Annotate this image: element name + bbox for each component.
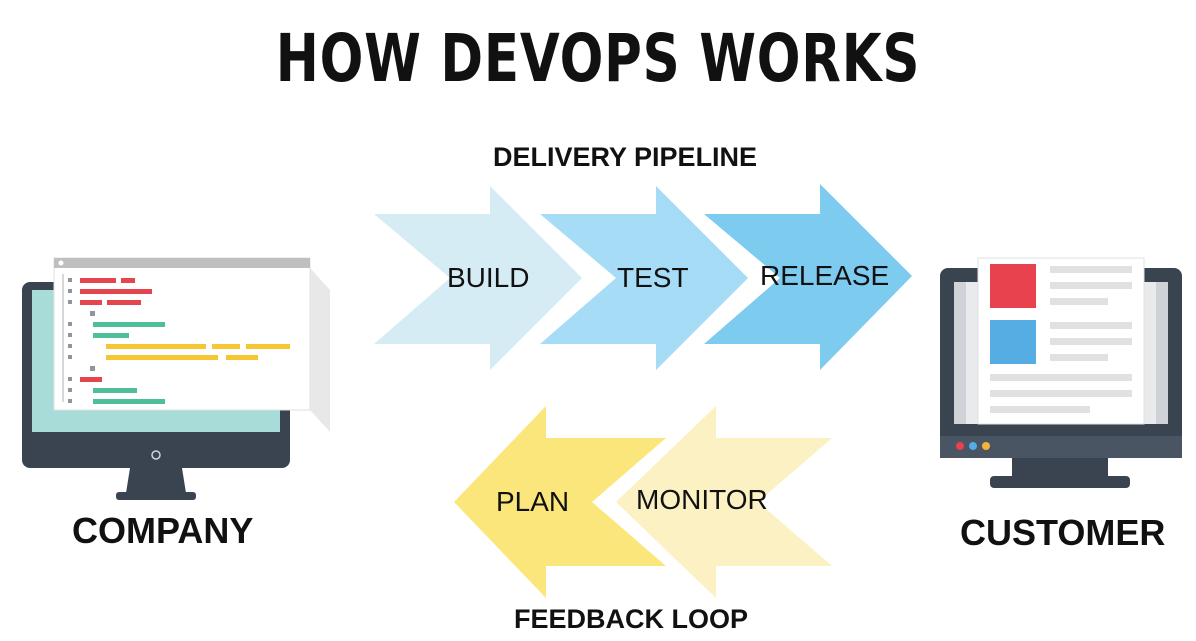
- plan-step-label: PLAN: [496, 486, 570, 517]
- monitor-step-label: MONITOR: [636, 484, 768, 515]
- build-step-label: BUILD: [447, 262, 530, 293]
- plan-arrow: [454, 406, 666, 598]
- delivery-pipeline-arrows: [374, 184, 912, 370]
- monitor-arrow: [616, 406, 832, 598]
- feedback-loop-arrows: [454, 406, 832, 598]
- company-label: COMPANY: [72, 510, 254, 551]
- test-step-label: TEST: [617, 262, 689, 293]
- release-step-label: RELEASE: [760, 260, 890, 291]
- feedback-loop-label: FEEDBACK LOOP: [514, 604, 749, 634]
- customer-monitor-icon: [940, 257, 1182, 488]
- company-monitor-icon: [22, 257, 330, 500]
- delivery-pipeline-label: DELIVERY PIPELINE: [493, 142, 758, 172]
- page-title: HOW DEVOPS WORKS: [275, 20, 921, 97]
- customer-label: CUSTOMER: [960, 512, 1166, 553]
- build-arrow: [374, 186, 582, 370]
- test-arrow: [540, 186, 748, 370]
- release-arrow: [704, 184, 912, 370]
